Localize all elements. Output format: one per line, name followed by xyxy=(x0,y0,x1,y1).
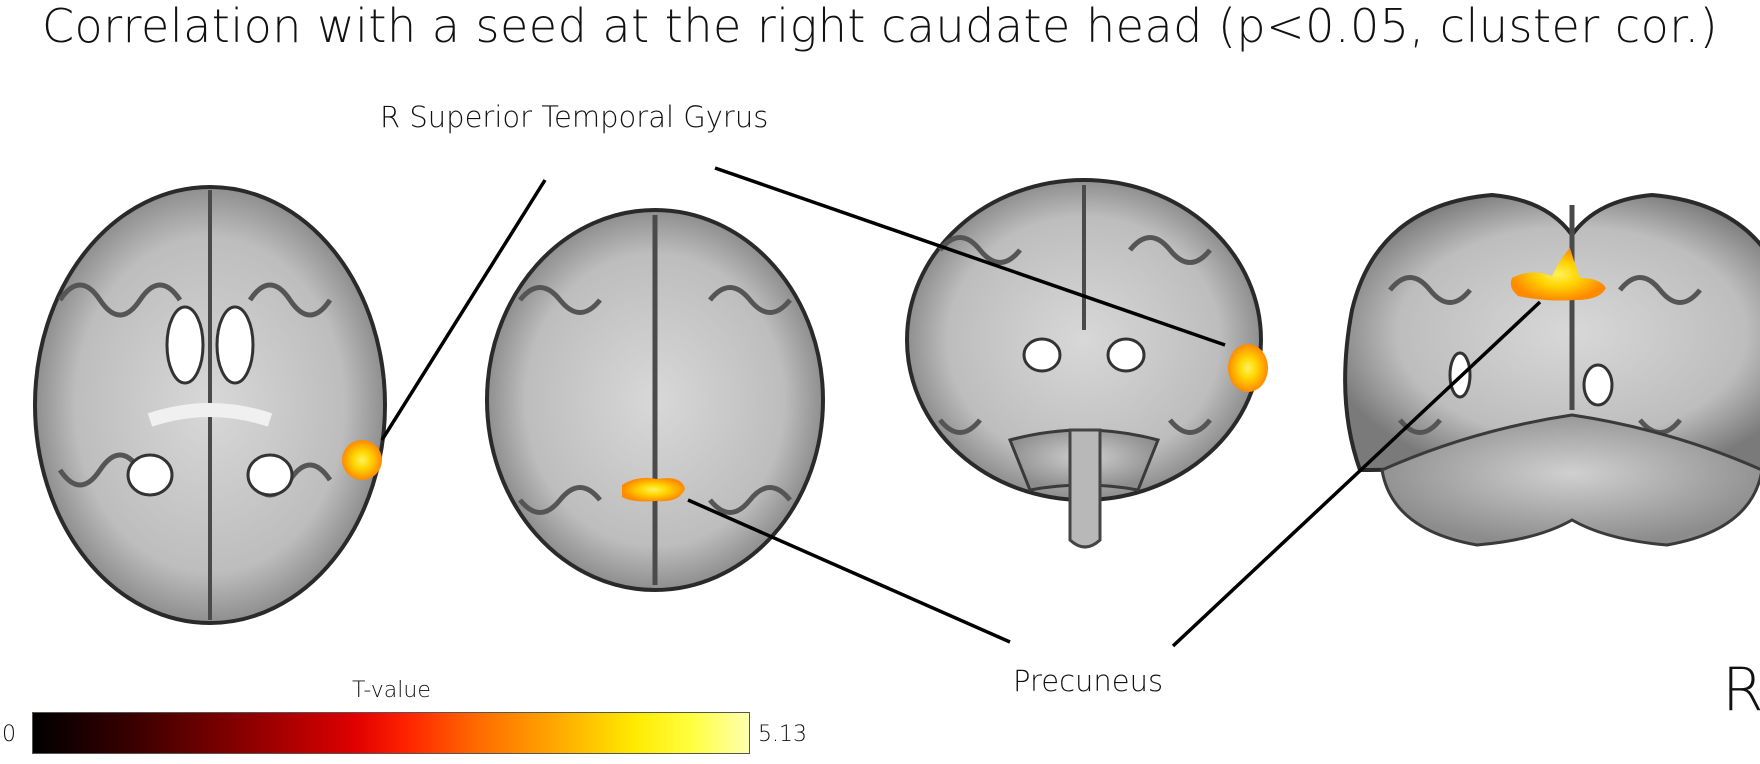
coronal-slice-1 xyxy=(905,178,1268,549)
connector-lines xyxy=(380,166,1542,648)
axial-slice-2 xyxy=(485,208,825,592)
figure-title: Correlation with a seed at the right cau… xyxy=(41,0,1719,53)
coronal-slice-2 xyxy=(1343,192,1760,547)
cluster-stg-axial xyxy=(342,440,382,480)
connector-precuneus-coronal xyxy=(1171,300,1542,648)
label-superior-temporal-gyrus: R Superior Temporal Gyrus xyxy=(380,100,769,134)
colorbar-title: T-value xyxy=(352,678,431,703)
connector-stg-coronal xyxy=(714,166,1226,347)
colorbar-max-label: 5.13 xyxy=(758,722,807,747)
cluster-precuneus-axial xyxy=(622,477,685,502)
cluster-stg-coronal xyxy=(1228,344,1268,392)
connector-stg-axial xyxy=(380,179,547,441)
axial-slice-1 xyxy=(33,185,387,625)
cluster-precuneus-coronal xyxy=(1510,248,1606,301)
orientation-marker: R xyxy=(1722,655,1760,725)
label-precuneus: Precuneus xyxy=(1013,664,1164,698)
colorbar-min-label: 0 xyxy=(2,722,16,747)
colorbar xyxy=(32,712,750,754)
connector-precuneus-axial xyxy=(687,498,1011,644)
